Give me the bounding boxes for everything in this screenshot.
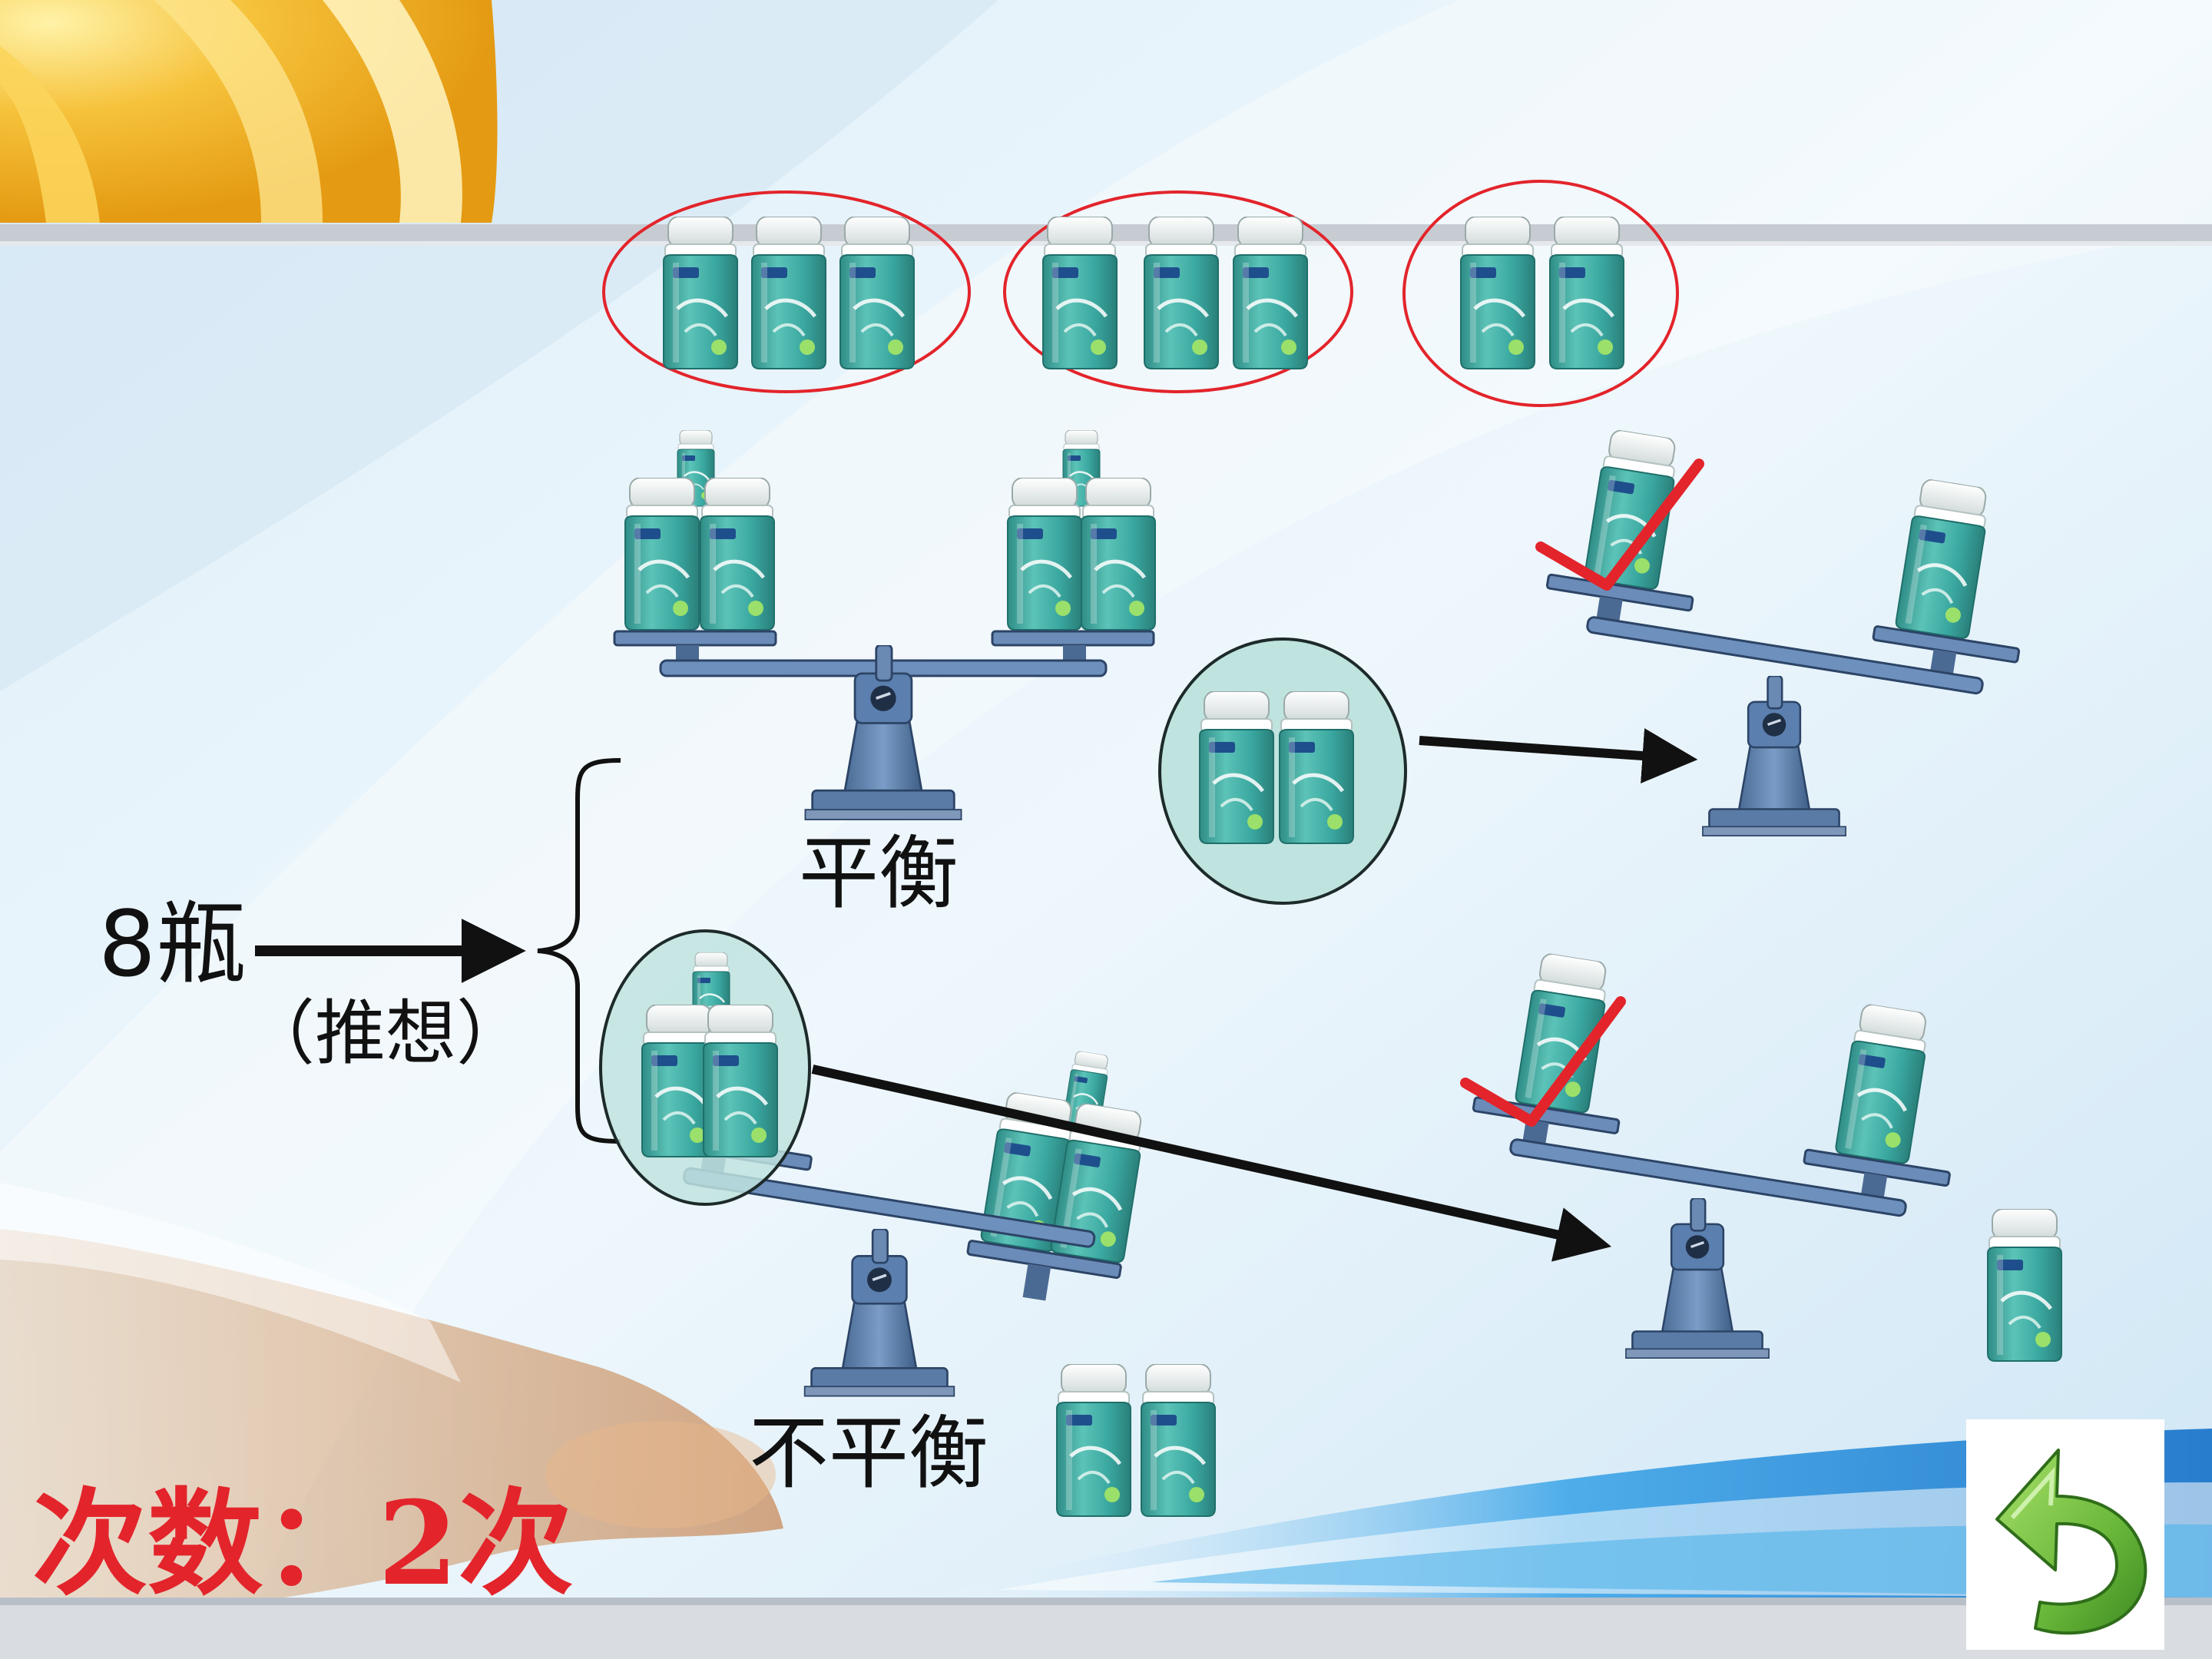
checkmark-icon [1535,459,1704,591]
checkmark-icon [1460,996,1626,1127]
sun-burst-decoration [0,0,498,223]
bottle [664,217,737,369]
balanced-label: 平衡 [799,826,959,920]
bottle [1550,217,1624,369]
balanced-scale [613,430,1155,822]
wave-decoration [922,1429,2212,1598]
group-circle-2-bottles [1402,180,1679,407]
handshake-decoration [0,1183,783,1628]
guess-label: （推想） [244,992,528,1075]
branch-brace [537,758,621,1144]
bottle [1043,217,1117,369]
back-arrow-icon [1995,1449,2147,1635]
group-circle-3-bottles-a [602,190,971,393]
group-circle-3-bottles-b [1003,190,1353,393]
bottle [1141,1364,1215,1516]
scale-compare-3-bottles [1472,945,1951,1359]
bottle [840,217,914,369]
bottle [1200,691,1273,843]
bottle [752,217,826,369]
bottle [704,1005,777,1157]
bottle [1233,217,1307,369]
bottle [1988,1209,2061,1361]
bottle [1280,691,1353,843]
bottle [1461,217,1535,369]
unbalanced-label: 不平衡 [749,1406,989,1500]
bottle [1144,217,1218,369]
arrow-to-scale-4 [811,1065,1612,1262]
bottle [1057,1364,1131,1516]
arrow-to-scale-2 [1419,728,1698,783]
eight-bottles-label: 8瓶 [98,891,247,997]
scale-compare-2-bottles [1545,422,2020,837]
weighing-count-label: 次数：2次 [32,1476,574,1611]
back-button[interactable] [1966,1419,2164,1650]
